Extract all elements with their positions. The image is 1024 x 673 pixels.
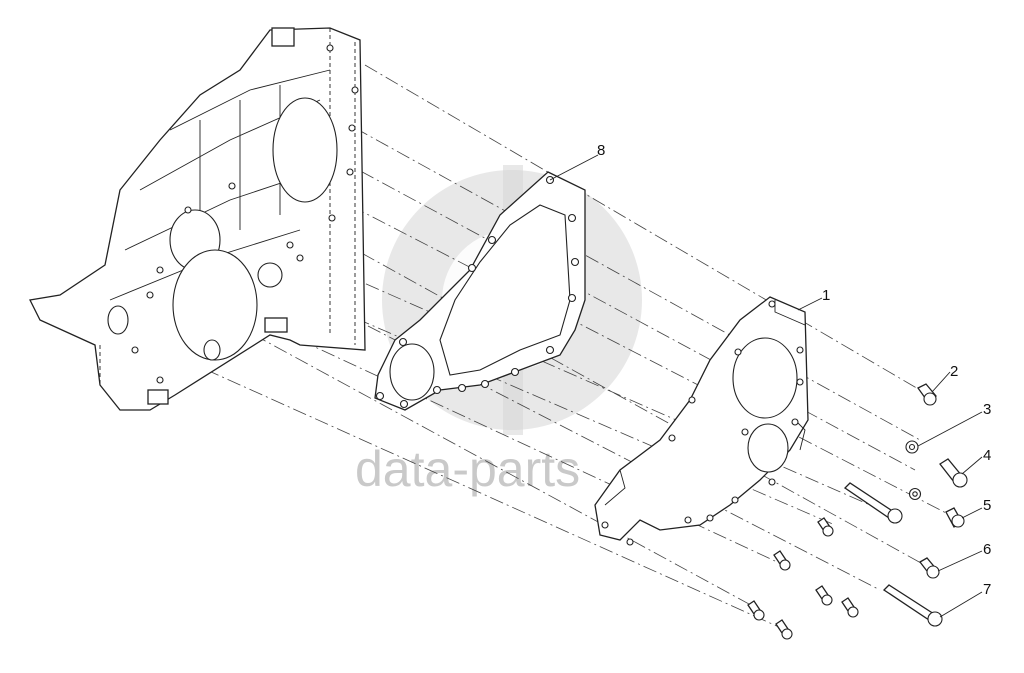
small-bolt xyxy=(747,600,765,621)
long-bolt-7 xyxy=(882,584,943,627)
bolt-4 xyxy=(939,458,968,488)
bolt-5 xyxy=(945,507,965,528)
callout-3: 3 xyxy=(983,401,991,418)
callout-7: 7 xyxy=(983,581,991,598)
small-bolt xyxy=(775,619,793,640)
fasteners xyxy=(747,383,968,640)
bolt-2 xyxy=(917,383,937,406)
cover-plate xyxy=(594,296,809,546)
small-bolt xyxy=(773,550,791,571)
watermark-text: data-parts xyxy=(355,441,580,497)
callout-1: 1 xyxy=(822,287,830,304)
callout-8: 8 xyxy=(597,142,605,159)
washer-3 xyxy=(905,440,922,501)
small-bolt xyxy=(841,597,859,618)
gasket xyxy=(374,171,586,411)
bolt-6 xyxy=(919,557,940,579)
callout-4: 4 xyxy=(983,447,991,464)
long-bolt-center xyxy=(843,482,903,524)
engine-housing xyxy=(29,27,366,411)
small-bolt xyxy=(815,585,833,606)
small-bolt xyxy=(817,517,834,537)
leader-lines xyxy=(549,154,983,618)
callout-5: 5 xyxy=(983,497,991,514)
callout-6: 6 xyxy=(983,541,991,558)
callout-2: 2 xyxy=(950,363,958,380)
callouts: 8 1 2 3 4 5 6 7 xyxy=(597,142,991,598)
